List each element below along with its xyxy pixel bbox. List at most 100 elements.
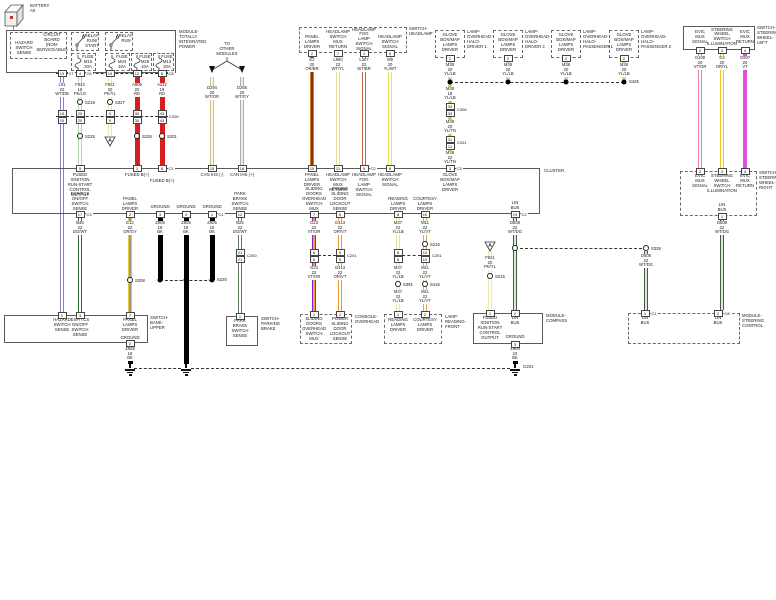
label: GROUND: [176, 204, 196, 209]
pin-box: 15: [57, 116, 67, 124]
pin-box: 2: [420, 310, 430, 318]
dashed-line: [134, 368, 181, 369]
label: HEADLAMP SWITCH SIGNAL: [378, 172, 402, 187]
pin-box: 1: [309, 310, 319, 318]
pin-box: 15: [207, 164, 217, 172]
label: PANEL LAMPS DRIVER: [303, 172, 321, 187]
cluster-box: [12, 168, 540, 214]
splice-label: S415: [430, 281, 440, 287]
wire-label: E12 22 OR/GY: [122, 220, 138, 236]
wire-E2: [310, 56, 314, 165]
label: SLIDING DOORS OVERHEAD SWITCH MUX: [301, 316, 327, 341]
fanout-icon: [204, 57, 254, 77]
label: POWER SLIDING DOOR LOCKOUT SENSE: [329, 316, 351, 341]
wire-label: G413 22 OR/VT: [332, 220, 348, 236]
label: EVIC MUX RETURN: [736, 173, 754, 188]
ground-icon: [509, 364, 521, 376]
pin-box: 2: [510, 309, 520, 317]
pin-box: 1: [235, 312, 245, 320]
splice-label: S208: [135, 277, 145, 283]
connector-ref: C7: [67, 70, 75, 76]
wire-G413: [338, 217, 342, 311]
pin-box: 2: [695, 46, 705, 54]
connector-ref: C6: [85, 70, 93, 76]
pin-box: 3: [155, 210, 165, 218]
pin-box: 1: [640, 309, 650, 317]
label: CONSOLE- OVERHEAD: [355, 314, 380, 324]
pin-box: 2: [503, 54, 513, 62]
offpage-ref-icon: A: [484, 241, 496, 252]
wire-label: F943 18 PK/LG: [72, 82, 88, 98]
pin-box: 16: [237, 164, 247, 172]
label: PANEL LAMPS DRIVER: [121, 317, 139, 332]
wire-label: M38 20 YL/LB: [501, 62, 515, 78]
pin-box: 8: [157, 69, 167, 77]
wire-F921-b: [488, 251, 492, 310]
label: SWITCH- HEADLAMP: [409, 26, 433, 36]
pin-box: 10: [307, 164, 317, 172]
wire-D265: [240, 77, 244, 165]
connector-ref: C200: [168, 114, 180, 119]
connector-ref: C1: [217, 211, 225, 217]
connector-ref: C201: [346, 253, 358, 258]
pin-box: 12: [132, 69, 142, 77]
label: FUSED B(+): [125, 172, 149, 177]
lamp-reading-front-box: [384, 314, 442, 344]
console-overhead-box: [300, 314, 352, 344]
label: CAN IHS (-): [200, 172, 224, 177]
pin-box: 2: [445, 54, 455, 62]
pin-box: 17: [75, 210, 85, 218]
splice-label: S226: [142, 133, 152, 139]
label: GLOVE BOX/MAP LAMPS DRIVER: [440, 172, 460, 192]
module-compass-box: [473, 313, 543, 344]
label: HEADLAMP SWITCH SIGNAL: [378, 34, 402, 49]
wire-label: Z905 18 BK: [124, 346, 136, 362]
pin-box: 2: [561, 54, 571, 62]
switch-headlamp-box: [299, 27, 407, 53]
wire-label: E2 20 OR/BR: [304, 57, 320, 73]
label: EVIC MUX RETURN: [736, 29, 754, 44]
fuse-m34-box: [105, 53, 130, 71]
splice-icon: [107, 99, 113, 105]
ground-icon: [124, 364, 136, 376]
pin-box: 5: [335, 210, 345, 218]
wire-E12: [128, 217, 132, 312]
label: FUSE M26 10A: [139, 54, 151, 69]
pin-box: 8: [393, 255, 403, 263]
wire-M37: [396, 217, 400, 311]
label: PANEL LAMPS DRIVER: [121, 196, 139, 211]
splice-icon: [422, 241, 428, 247]
label: GROUND: [120, 335, 140, 340]
pin-box: 1: [485, 309, 495, 317]
fuse-m26-box: [131, 53, 152, 71]
pin-box: 3: [445, 164, 455, 172]
splice-label: S425: [629, 79, 639, 84]
splice-icon: [643, 245, 649, 251]
label: BATTERY A0: [30, 3, 50, 13]
pin-box: 20: [75, 116, 85, 124]
wire-F921: [108, 76, 112, 136]
label: STEERING WHEEL SWITCH ILLUMINATION: [707, 173, 737, 193]
pin-box: 4: [181, 210, 191, 218]
label: FUSE M15 20A: [82, 54, 94, 69]
pin-box: 9: [105, 116, 115, 124]
wire-B46: [78, 217, 82, 312]
wire-label: B25 22 DG/WT: [232, 220, 248, 236]
pin-box: 19: [57, 69, 67, 77]
splice-icon: [487, 273, 493, 279]
wire-label: Z905 18 BK: [180, 220, 192, 236]
label: STEERING WHEEL SWITCH ILLUMINATION: [707, 26, 737, 47]
label: ESP/TCS ON/OFF SWITCH SENSE: [70, 317, 90, 337]
label: SWITCH- BANK- UPPER: [150, 315, 169, 330]
wire-label: Z905 22 BK: [509, 346, 521, 362]
dashed-line: [318, 255, 336, 256]
wire-label: M38 18 YL/LB: [443, 86, 457, 102]
wire-label: M11 22 YL/VT: [418, 220, 432, 236]
label: GROUND: [202, 204, 222, 209]
label: PANEL LAMPS DRIVER: [303, 34, 321, 49]
connector-ref: C1: [650, 310, 658, 316]
wire-L960: [336, 56, 340, 165]
pin-box: 4: [75, 69, 85, 77]
wire-label: M11 22 YL/VT: [418, 265, 432, 281]
label: LIN BUS: [717, 202, 727, 212]
